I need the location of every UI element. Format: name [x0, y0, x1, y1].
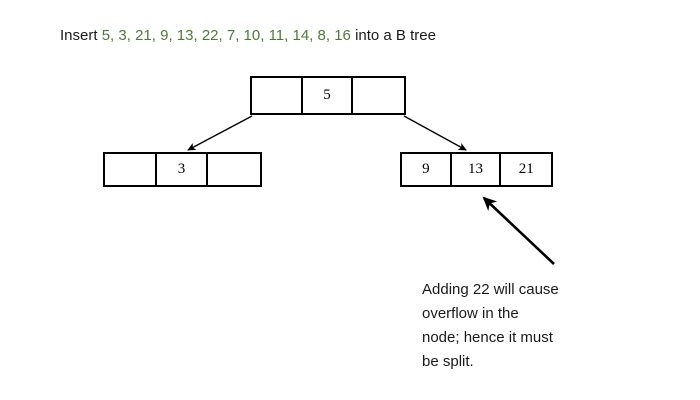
- sequence-value: 22: [193, 27, 218, 44]
- sequence-value: 7: [219, 27, 236, 44]
- title-suffix: into a B tree: [355, 27, 436, 44]
- sequence-value: 21: [127, 27, 152, 44]
- node-cell: [252, 78, 303, 113]
- btree-node-left-child[interactable]: 3: [103, 152, 262, 187]
- btree-node-root[interactable]: 5: [250, 76, 406, 115]
- caption-line: Adding 22 will cause: [422, 281, 559, 298]
- btree-node-right-child[interactable]: 9 13 21: [400, 152, 553, 187]
- node-cell: [208, 154, 260, 185]
- sequence-value: 10: [235, 27, 260, 44]
- sequence-value: 3: [110, 27, 127, 44]
- node-cell: [353, 78, 404, 113]
- edge-root-to-right-child: [403, 115, 467, 151]
- caption-line: be split.: [422, 353, 474, 370]
- annotation-caption: Adding 22 will cause overflow in the nod…: [422, 278, 662, 374]
- title-prefix: Insert: [60, 27, 98, 44]
- sequence-value: 11: [260, 27, 284, 44]
- node-cell: 5: [303, 78, 354, 113]
- node-cell: 13: [452, 154, 502, 185]
- edge-root-to-left-child: [187, 115, 253, 151]
- node-cell: 21: [518, 161, 534, 177]
- sequence-value: 14: [284, 27, 309, 44]
- callout-arrow: [482, 196, 555, 265]
- sequence-value: 13: [168, 27, 193, 44]
- page-title: Insert 5321913227101114816 into a B tree: [60, 26, 436, 46]
- insert-sequence: 5321913227101114816: [102, 27, 355, 44]
- sequence-value: 9: [152, 27, 169, 44]
- caption-line: node; hence it must: [422, 329, 553, 346]
- sequence-value: 8: [309, 27, 326, 44]
- sequence-value: 5: [101, 27, 111, 44]
- caption-line: overflow in the: [422, 305, 519, 322]
- sequence-value: 16: [326, 27, 351, 44]
- node-cell: [105, 154, 157, 185]
- node-cell: 9: [402, 154, 452, 185]
- node-cell: 3: [157, 154, 209, 185]
